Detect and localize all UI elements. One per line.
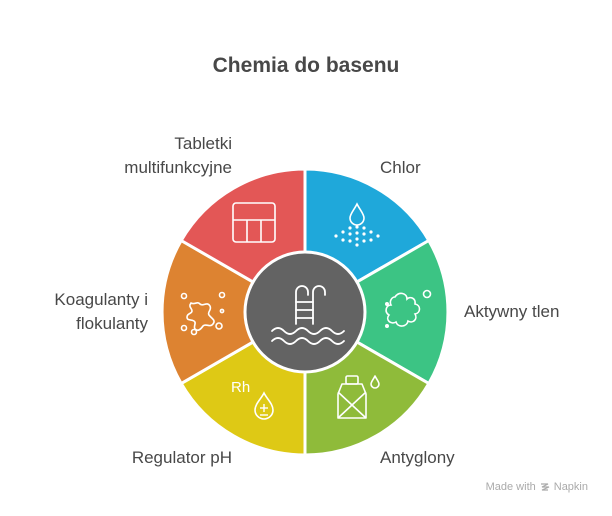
label-text: Antyglony: [380, 448, 455, 467]
label-regulator-ph: Regulator pH: [132, 446, 232, 470]
label-text: Regulator pH: [131, 448, 232, 467]
label-tabletki: Tabletki multifunkcyjne: [124, 132, 232, 180]
segment-aktywny-tlen: [302, 238, 450, 386]
label-text-line1: Koagulanty i: [54, 290, 148, 309]
napkin-watermark: Made with Napkin: [486, 481, 588, 493]
center-circle: [243, 250, 367, 374]
segment-koagulanty: [160, 238, 308, 386]
napkin-logo-icon: [540, 483, 549, 491]
flocculant-splash-icon: [180, 291, 226, 336]
label-text-line1: Tabletki: [174, 134, 232, 153]
label-aktywny-tlen: Aktywny tlen: [464, 300, 559, 324]
chlorine-drop-icon: [334, 202, 380, 247]
label-text: Chlor: [380, 158, 421, 177]
diagram-title: Chemia do basenu: [212, 54, 400, 77]
label-text-line2: flokulanty: [76, 314, 148, 333]
svg-text:Rh: Rh: [231, 379, 250, 396]
algaecide-bottle-icon: [337, 375, 380, 419]
napkin-brand-text: Napkin: [553, 481, 588, 493]
label-chlor: Chlor: [380, 156, 421, 180]
label-text-line2: multifunkcyjne: [124, 158, 232, 177]
pool-ladder-icon: [271, 285, 345, 345]
label-koagulanty: Koagulanty i flokulanty: [54, 288, 148, 336]
oxygen-splash-icon: [384, 289, 432, 328]
tablet-icon: [232, 202, 276, 243]
label-text: Aktywny tlen: [464, 302, 560, 321]
ph-drop-icon: Rh: [231, 379, 274, 420]
label-antyglony: Antyglony: [380, 446, 455, 470]
made-with-text: Made with: [485, 481, 536, 493]
